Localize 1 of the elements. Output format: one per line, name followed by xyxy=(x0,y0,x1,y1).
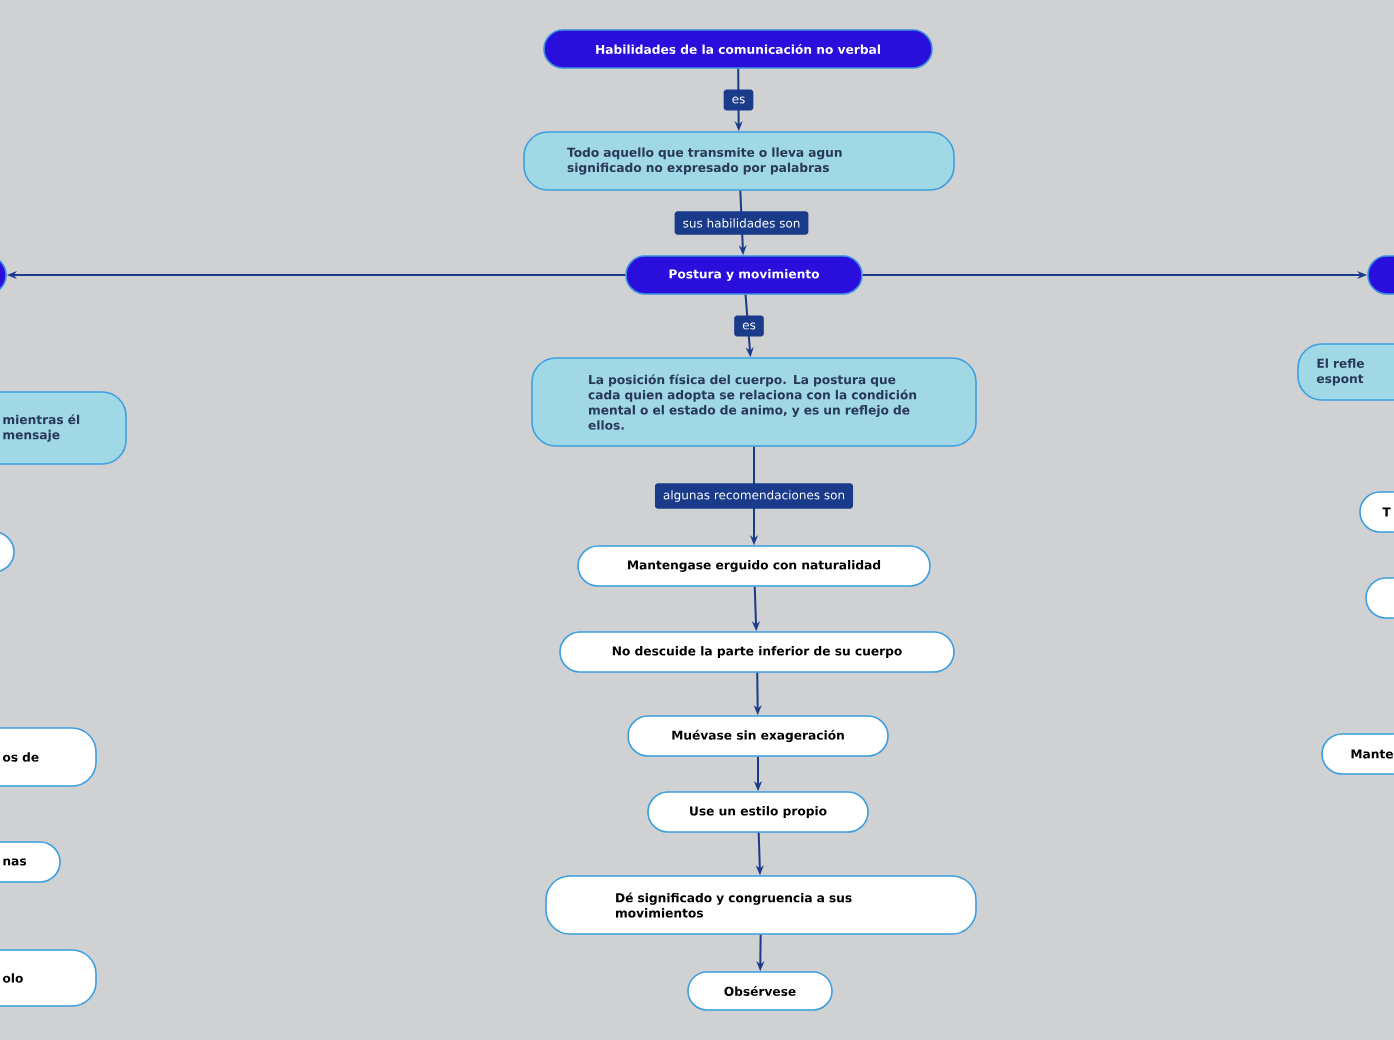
topic-box xyxy=(0,255,7,295)
